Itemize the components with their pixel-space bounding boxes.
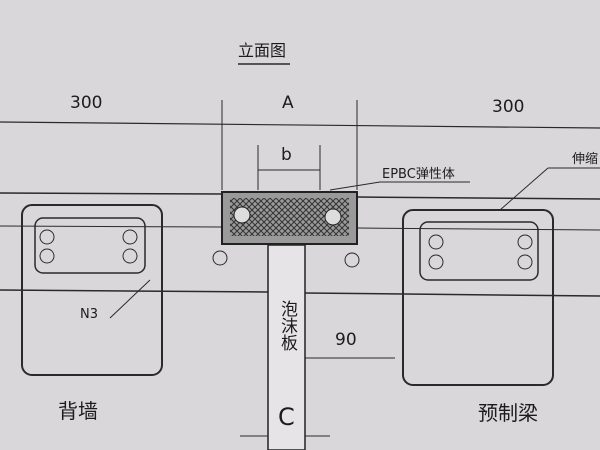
foam-board: [267, 244, 306, 450]
epbc-elastomer: [221, 191, 358, 245]
dim-b: b: [281, 145, 292, 165]
foam-board-label: 泡沫板: [277, 300, 298, 351]
right-slab: [304, 196, 600, 386]
svg-text:立面图: 立面图: [238, 41, 286, 60]
left-slab: [0, 192, 269, 376]
back-wall-label: 背墙: [58, 399, 98, 423]
expansion-label: 伸缩: [572, 151, 598, 167]
n3-label: N3: [80, 307, 98, 322]
epbc-label: EPBC弹性体: [382, 167, 455, 182]
dim-c: C: [278, 403, 295, 431]
dim-a: A: [282, 93, 294, 113]
precast-beam-label: 预制梁: [478, 401, 538, 425]
dim-right-300: 300: [492, 97, 524, 117]
dim-90: 90: [335, 330, 357, 350]
title: 立面图: [238, 41, 290, 65]
dim-left-300: 300: [70, 93, 102, 113]
